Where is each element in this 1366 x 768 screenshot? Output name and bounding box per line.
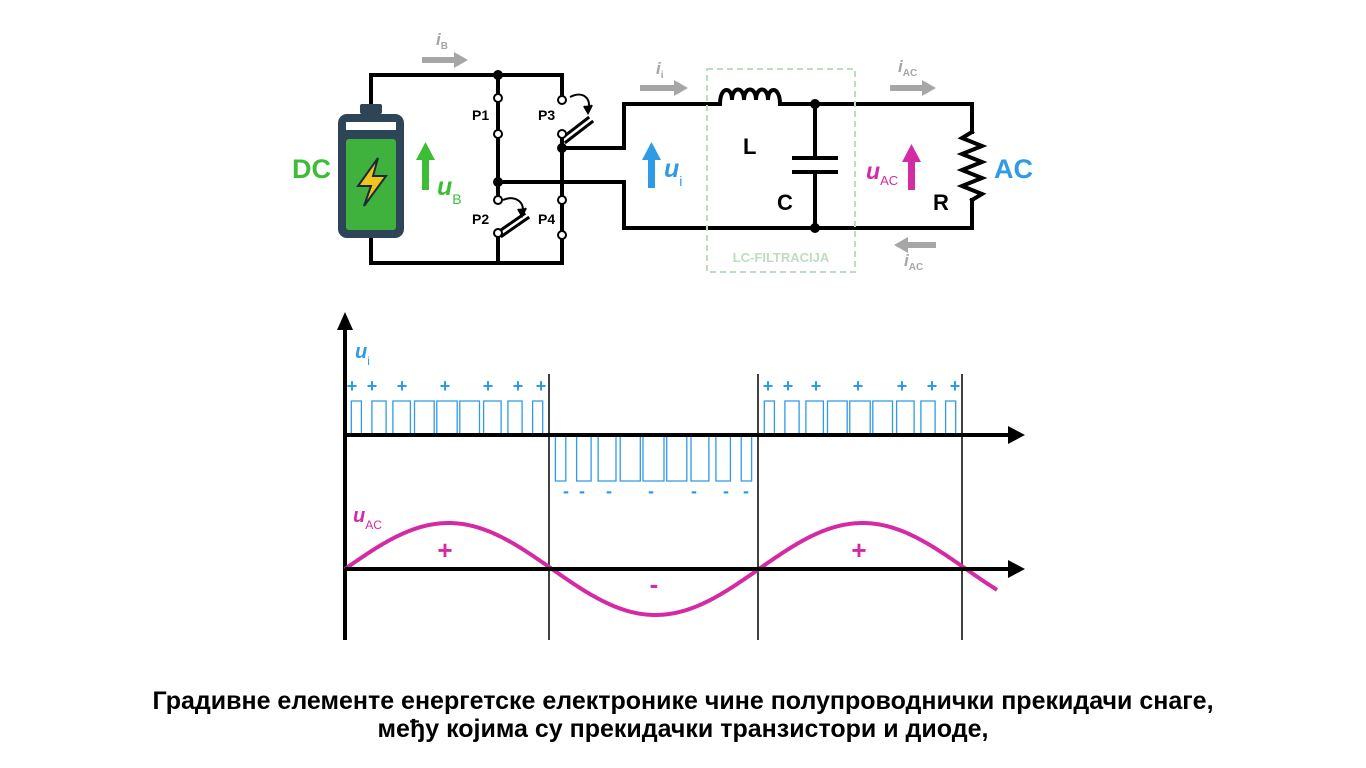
voltage-label-ui: ui: [664, 155, 682, 189]
pwm-sign-positive: +: [950, 376, 961, 396]
pwm-sign-positive: +: [440, 376, 451, 396]
pwm-sign-positive: +: [783, 376, 794, 396]
pwm-sign-negative: -: [563, 481, 569, 501]
current-label-ib: iB: [436, 30, 448, 52]
current-subscript: AC: [903, 68, 917, 79]
voltage-subscript: i: [679, 173, 682, 189]
current-subscript: AC: [909, 262, 923, 273]
current-symbol: i: [904, 251, 910, 270]
output-wire-top: [560, 102, 722, 150]
current-label-iac-bottom: iAC: [904, 251, 923, 273]
pwm-sign-negative: -: [723, 481, 729, 501]
current-subscript: i: [661, 70, 664, 81]
switch-actuation-arrows: [502, 93, 593, 219]
ui-plot-label: ui: [355, 341, 370, 368]
switch-p3-blade: [559, 115, 595, 145]
arrow-right-icon: [890, 80, 936, 96]
arrow-right-icon: [422, 52, 468, 68]
filter-top-wire: [778, 102, 974, 134]
current-label-iac-top: iAC: [898, 57, 917, 79]
switch-p1-label: P1: [472, 107, 489, 123]
caption-line-1: Градивне елементе енергетске електронике…: [152, 687, 1214, 715]
dc-top-wire: [369, 73, 564, 114]
voltage-arrow-uac: [902, 144, 921, 190]
current-label-ii: ii: [656, 59, 664, 81]
lc-filter-box: [706, 68, 856, 273]
voltage-label-ub: uB: [437, 173, 462, 207]
pwm-sign-negative: -: [579, 481, 585, 501]
ui-pwm-waveform: [345, 400, 962, 482]
pwm-sign-negative: -: [743, 481, 749, 501]
y-axis-arrowhead: [337, 312, 353, 330]
waveform-plot: ui uAC ++++++++++++++------- + - +: [337, 312, 1025, 640]
pwm-sign-negative: -: [648, 481, 654, 501]
voltage-label-uac: uAC: [866, 158, 898, 188]
pwm-sign-positive: +: [927, 376, 938, 396]
voltage-subscript: AC: [880, 173, 898, 188]
pwm-sign-positive: +: [347, 376, 358, 396]
inductor-label: L: [743, 134, 756, 159]
current-symbol: i: [436, 30, 442, 49]
voltage-arrow-ub: [416, 142, 435, 190]
pwm-sign-positive: +: [513, 376, 524, 396]
voltage-symbol: u: [437, 173, 452, 201]
arrow-left-icon: [894, 237, 936, 253]
current-subscript: B: [441, 41, 448, 52]
uac-time-axis-arrowhead: [1008, 560, 1025, 578]
pwm-sign-positive: +: [367, 376, 378, 396]
pwm-sign-positive: +: [536, 376, 547, 396]
pwm-sign-positive: +: [897, 376, 908, 396]
voltage-subscript: i: [367, 354, 370, 368]
voltage-symbol: u: [866, 158, 880, 184]
current-arrows: [422, 52, 936, 253]
voltage-subscript: B: [452, 191, 461, 207]
sine-sign-negative: -: [650, 569, 659, 599]
uac-sine-waveform: [343, 521, 999, 617]
pwm-sign-positive: +: [397, 376, 408, 396]
resistor-zigzag: [956, 129, 988, 203]
caption-line-2: међу којима су прекидачки транзистори и …: [377, 715, 989, 743]
lc-filter-label: LC-FILTRACIJA: [733, 250, 830, 265]
arrow-right-icon: [640, 80, 688, 96]
dc-bottom-wire: [369, 233, 564, 265]
inductor-coil: [717, 87, 783, 107]
switch-p2-label: P2: [472, 211, 489, 227]
capacitor-label: C: [777, 190, 793, 215]
ui-time-axis-arrowhead: [1008, 426, 1025, 444]
switch-p2-blade: [495, 211, 531, 239]
voltage-arrow-ui: [642, 142, 661, 188]
output-wire-bottom: [496, 180, 974, 230]
sine-sign-positive: +: [437, 535, 452, 565]
junction-dots: [493, 70, 820, 233]
pwm-sign-positive: +: [853, 376, 864, 396]
switch-terminals: [493, 93, 567, 240]
inverter-circuit: [369, 73, 988, 265]
pwm-sign-negative: -: [606, 481, 612, 501]
pwm-sign-positive: +: [483, 376, 494, 396]
switch-p4-label: P4: [538, 211, 555, 227]
current-symbol: i: [898, 57, 904, 76]
resistor-label: R: [933, 190, 949, 215]
uac-plot-label: uAC: [353, 505, 382, 532]
voltage-symbol: u: [353, 505, 365, 527]
pwm-polarity-signs: ++++++++++++++-------: [347, 376, 961, 501]
voltage-symbol: u: [355, 341, 367, 363]
battery-icon: [338, 104, 404, 238]
ac-label: AC: [994, 154, 1033, 184]
voltage-symbol: u: [664, 155, 679, 183]
pwm-sign-negative: -: [691, 481, 697, 501]
switch-p3-label: P3: [538, 107, 555, 123]
sine-sign-positive: +: [851, 535, 866, 565]
lightning-bolt-icon: [356, 157, 388, 207]
current-symbol: i: [656, 59, 662, 78]
pwm-sign-positive: +: [763, 376, 774, 396]
pwm-sign-positive: +: [811, 376, 822, 396]
dc-label: DC: [292, 154, 331, 184]
voltage-subscript: AC: [365, 518, 382, 532]
